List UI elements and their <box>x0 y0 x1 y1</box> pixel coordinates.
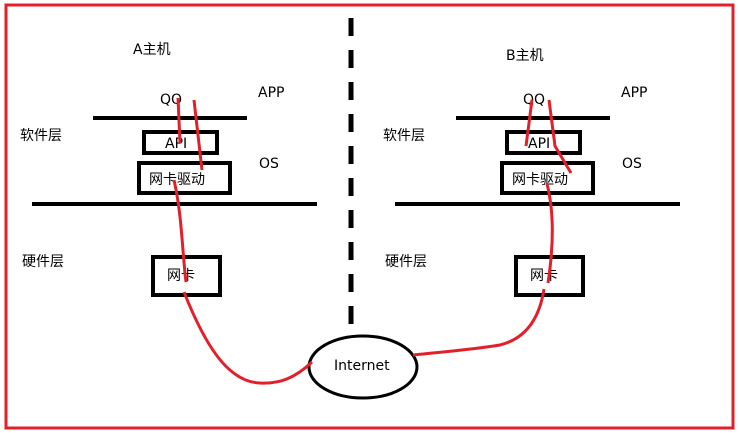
right-driver-to-nic-connector <box>545 183 554 284</box>
right-app-label: QQ <box>523 92 545 108</box>
left-app-label: QQ <box>160 92 182 108</box>
right-host-title: B主机 <box>506 48 544 64</box>
right-app-layer-label: APP <box>621 85 647 101</box>
left-software-layer-label: 软件层 <box>20 128 62 144</box>
left-api-label: API <box>165 136 187 152</box>
right-api-box <box>505 130 582 155</box>
outer-frame <box>4 3 735 430</box>
right-os-layer-label: OS <box>622 156 642 172</box>
left-hardware-layer-label: 硬件层 <box>22 254 64 270</box>
left-app-layer-label: APP <box>258 85 284 101</box>
internet-label: Internet <box>334 358 390 374</box>
right-qq-to-api-connector <box>524 99 534 147</box>
left-qq-to-api-connector <box>176 97 182 144</box>
right-nic-to-internet-connector <box>412 288 546 357</box>
right-software-layer-label: 软件层 <box>383 128 425 144</box>
right-app-to-driver-connector <box>547 99 573 174</box>
left-nic-label: 网卡 <box>167 268 195 284</box>
right-api-label: API <box>528 136 550 152</box>
left-app-to-driver-connector <box>192 99 204 171</box>
right-driver-label: 网卡驱动 <box>512 172 568 188</box>
right-nic-box <box>514 255 585 297</box>
left-driver-label: 网卡驱动 <box>149 172 205 188</box>
left-nic-to-internet-connector <box>182 291 314 385</box>
left-host-title: A主机 <box>133 42 171 58</box>
left-os-layer-label: OS <box>259 156 279 172</box>
left-driver-to-nic-connector <box>172 179 188 283</box>
right-nic-label: 网卡 <box>530 268 558 284</box>
internet-ellipse <box>307 334 419 400</box>
left-driver-box <box>137 161 232 195</box>
right-hardware-layer-label: 硬件层 <box>385 254 427 270</box>
